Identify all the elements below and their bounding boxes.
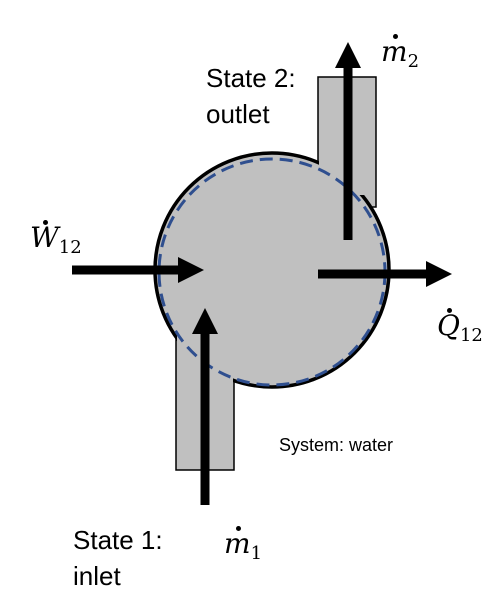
outlet-mass-flow-symbol: m (381, 34, 408, 68)
outlet-mass-flow-arrow (335, 42, 361, 240)
state2-label-line2: outlet (206, 99, 270, 129)
inlet-mass-flow-arrow (192, 308, 218, 505)
state1-label-line1: State 1: (73, 525, 163, 555)
heat-label: Q12 (437, 308, 483, 345)
work-symbol: W (30, 220, 59, 254)
inlet-mass-flow-subscript: 1 (250, 543, 263, 564)
outlet-mass-flow-label: m2 (381, 34, 419, 71)
inlet-mass-flow-symbol: m (224, 526, 251, 560)
system-label: System: water (279, 435, 394, 455)
inlet-mass-flow-label: m1 (224, 526, 262, 563)
work-input-arrow (72, 257, 204, 283)
heat-output-arrow (318, 261, 452, 287)
state1-label-line2: inlet (73, 561, 121, 591)
state1-label: State 1: inlet (73, 522, 163, 594)
outlet-mass-flow-subscript: 2 (407, 51, 420, 72)
heat-subscript: 12 (459, 325, 483, 346)
state2-label-line1: State 2: (206, 63, 296, 93)
state2-label: State 2: outlet (206, 60, 296, 132)
work-label: W12 (30, 220, 82, 257)
work-subscript: 12 (58, 237, 82, 258)
heat-symbol: Q (437, 308, 460, 342)
